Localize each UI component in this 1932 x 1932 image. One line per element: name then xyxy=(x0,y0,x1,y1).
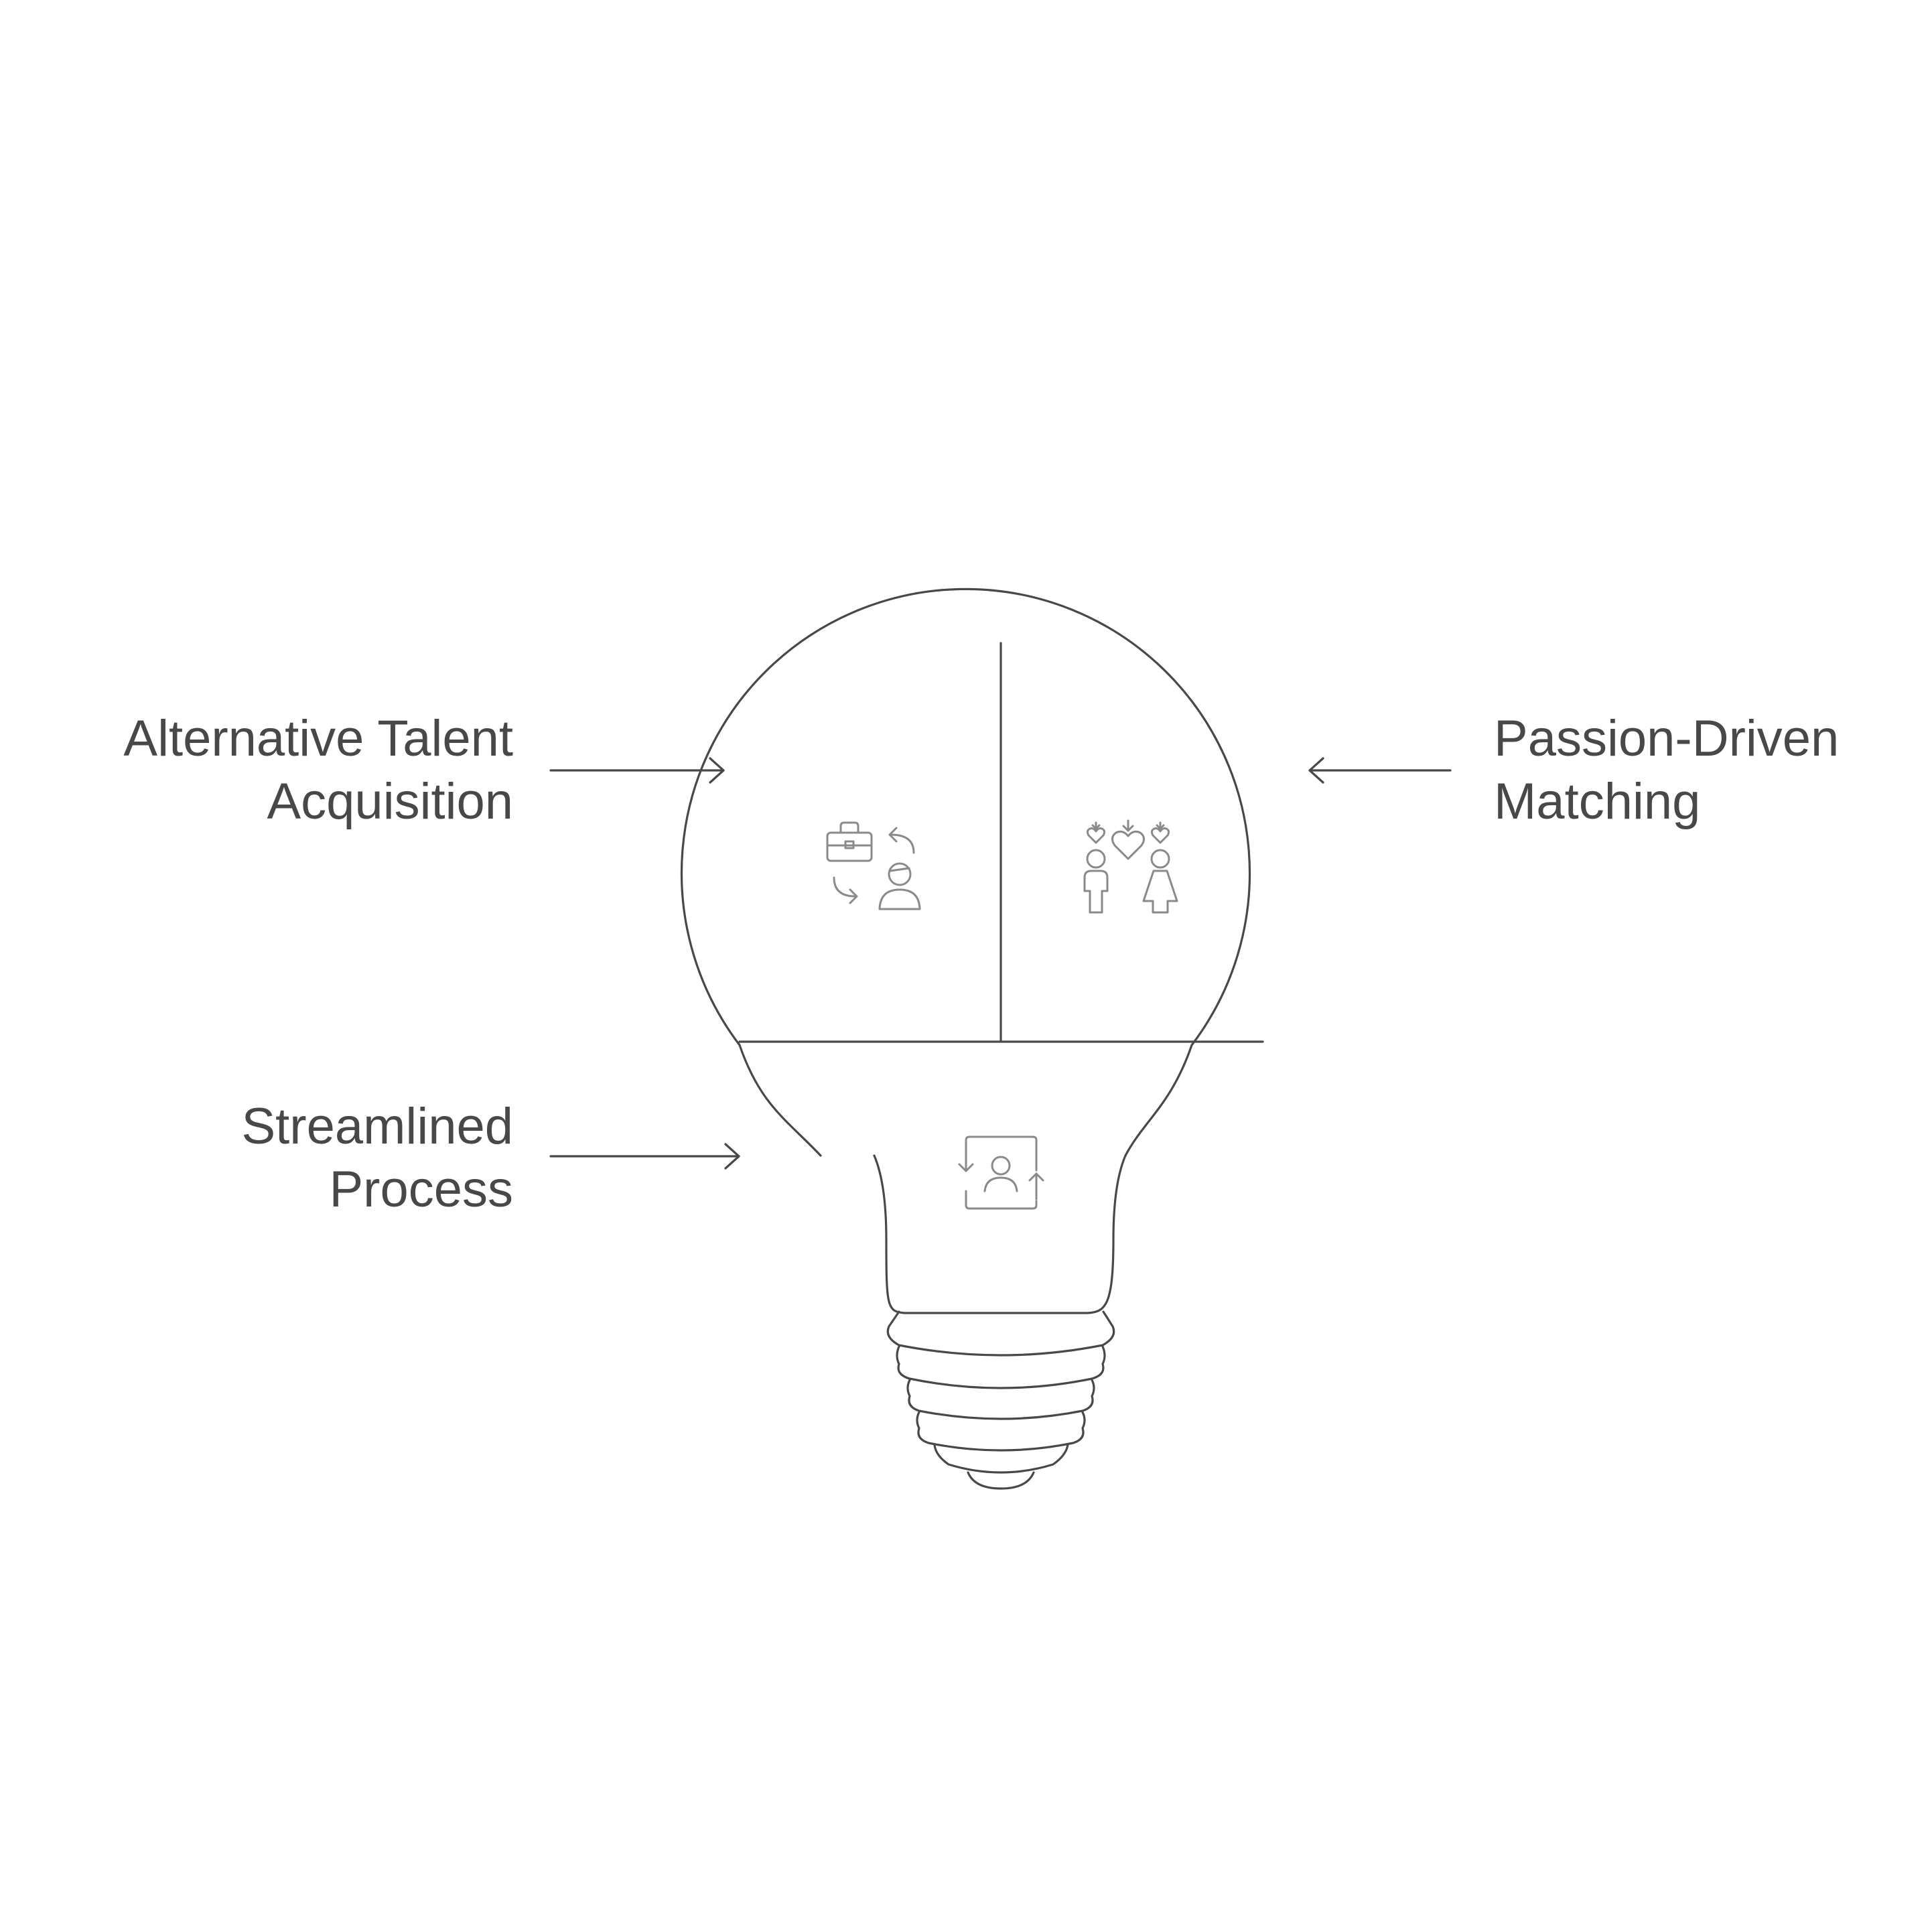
label-streamlined-line2: Process xyxy=(329,1161,513,1218)
two-people-hearts-icon xyxy=(1083,819,1178,914)
bulb-base xyxy=(886,1310,1115,1490)
label-streamlined-line1: Streamlined xyxy=(241,1098,513,1155)
briefcase-person-exchange-icon xyxy=(826,821,921,910)
label-alternative-talent-acquisition: Alternative Talent Acquisition xyxy=(123,707,513,833)
label-passion-driven-matching: Passion-Driven Matching xyxy=(1494,707,1839,833)
label-alternative-talent-line2: Acquisition xyxy=(267,773,513,830)
bulb-outline xyxy=(680,588,1251,1314)
label-alternative-talent-line1: Alternative Talent xyxy=(123,710,513,767)
arrow-passion-driven xyxy=(1308,757,1452,784)
arrow-streamlined xyxy=(549,1143,740,1170)
person-frame-cycle-icon xyxy=(958,1135,1044,1210)
arrow-alternative-talent xyxy=(549,757,725,784)
label-streamlined-process: Streamlined Process xyxy=(241,1095,513,1221)
label-passion-driven-line2: Matching xyxy=(1494,773,1701,830)
label-passion-driven-line1: Passion-Driven xyxy=(1494,710,1840,767)
